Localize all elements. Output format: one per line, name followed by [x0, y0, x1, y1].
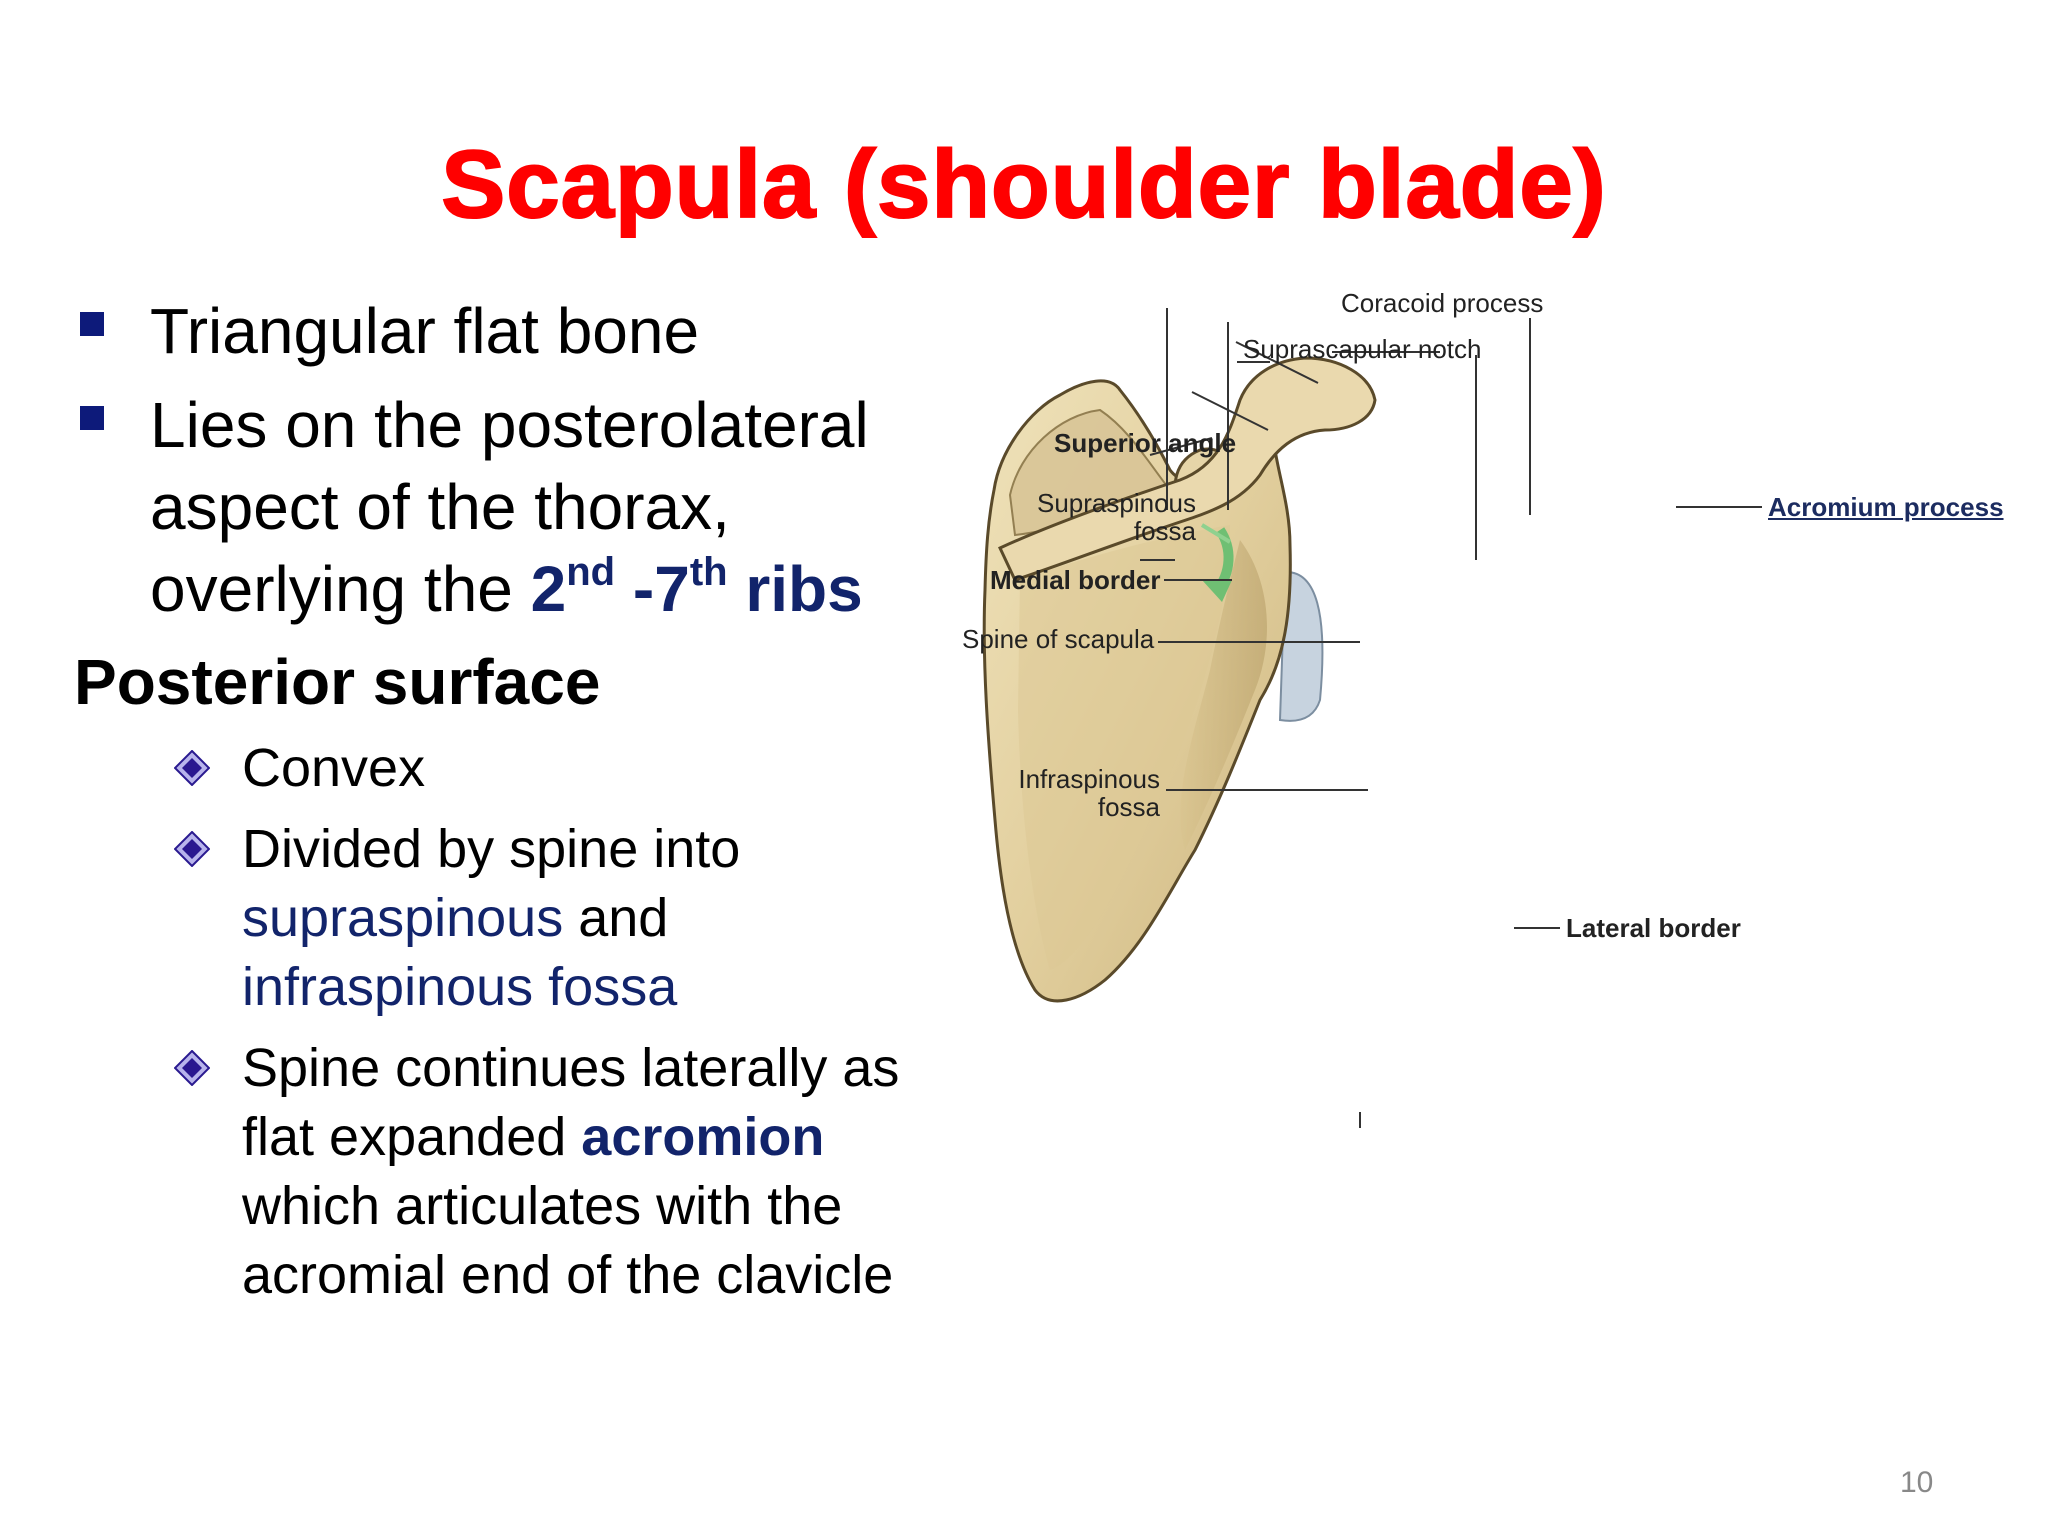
page-number: 10 — [1900, 1466, 1934, 1499]
slide-title: Scapula (shoulder blade) — [440, 130, 1607, 239]
label-spine-of-scapula: Spine of scapula — [962, 624, 1155, 654]
square-bullet-icon — [80, 312, 104, 336]
sub-item-text: Spine continues laterally as flat expand… — [242, 1038, 900, 1167]
acromion-term: acromion — [581, 1107, 825, 1167]
rib-start: 2nd -7th ribs — [530, 550, 863, 625]
label-lateral-border: Lateral border — [1566, 913, 1741, 943]
bullet-item: Lies on the posterolateral aspect of the… — [74, 384, 974, 630]
square-bullet-icon — [80, 406, 104, 430]
sub-item-text: Convex — [242, 738, 426, 798]
bullet-item: Triangular flat bone — [74, 290, 974, 372]
label-acromium-process: Acromium process — [1768, 492, 2004, 522]
label-medial-border: Medial border — [990, 565, 1161, 595]
text-block: Triangular flat bone Lies on the postero… — [74, 290, 974, 1310]
infraspinous-fossa-area — [1018, 525, 1230, 970]
label-supraspinous-fossa-2: fossa — [1133, 516, 1196, 546]
arrow-head-icon — [1202, 580, 1232, 602]
leader-lines — [1140, 308, 1440, 561]
diamond-bullet-icon — [174, 831, 210, 867]
section-heading: Posterior surface — [74, 646, 601, 718]
sub-item-text: Divided by spine into — [242, 819, 741, 879]
diamond-bullet-icon — [174, 750, 210, 786]
sub-item: Spine continues laterally as flat expand… — [74, 1034, 974, 1310]
label-infraspinous-fossa-2: fossa — [1097, 792, 1160, 822]
label-leaders — [1158, 318, 1762, 1128]
sub-item: Convex — [74, 734, 974, 803]
label-superior-angle: Superior angle — [1054, 428, 1237, 458]
sub-item: Divided by spine into supraspinous and i… — [74, 815, 974, 1022]
scapula-illustration — [982, 308, 1440, 1003]
green-mark — [1200, 523, 1232, 544]
bullet-text: Triangular flat bone — [150, 295, 700, 367]
label-supraspinous-fossa-1: Supraspinous — [1037, 488, 1196, 518]
spine-and-acromion — [998, 356, 1377, 582]
glenoid-edge — [1278, 570, 1324, 722]
supraspinous-term: supraspinous — [242, 888, 564, 948]
scapula-figure: Coracoid process Suprascapular notch Sup… — [940, 280, 2020, 1160]
bullet-text: Lies on the posterolateral aspect of the… — [150, 389, 869, 625]
diamond-bullet-icon — [174, 1050, 210, 1086]
infraspinous-term: infraspinous fossa — [242, 957, 678, 1017]
label-infraspinous-fossa-1: Infraspinous — [1018, 764, 1160, 794]
label-suprascapular-notch: Suprascapular notch — [1243, 334, 1482, 364]
lateral-shade — [1180, 540, 1267, 850]
label-coracoid-process: Coracoid process — [1341, 288, 1544, 318]
